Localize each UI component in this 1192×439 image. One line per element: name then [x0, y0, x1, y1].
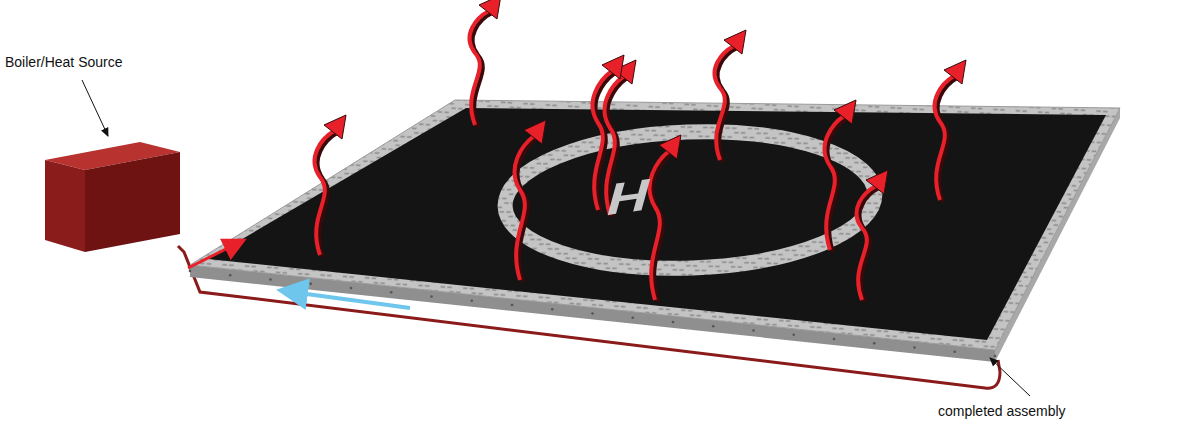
boiler-label: Boiler/Heat Source: [5, 54, 123, 71]
bolt: [953, 350, 956, 353]
pad-border: [190, 100, 1120, 350]
heat-arrows: [315, 0, 966, 302]
bolt: [631, 316, 634, 319]
bolt: [551, 308, 554, 311]
bolt: [269, 278, 272, 281]
assembly-label: completed assembly: [938, 403, 1066, 420]
heat-arrow-shadow: [518, 138, 537, 282]
bolt: [712, 325, 715, 328]
bolt: [752, 329, 755, 332]
heat-arrow: [515, 136, 534, 280]
bolt: [873, 342, 876, 345]
bolt: [430, 295, 433, 298]
bolt: [792, 333, 795, 336]
heat-arrow-head: [479, 0, 501, 19]
bolt: [833, 338, 836, 341]
heat-arrow: [825, 116, 844, 250]
bolt: [470, 299, 473, 302]
bolt: [229, 274, 232, 277]
heat-arrow-head: [324, 115, 346, 139]
bolt: [672, 321, 675, 324]
heat-arrow: [715, 46, 734, 160]
boiler-box: [45, 142, 180, 252]
heat-arrow: [470, 11, 489, 125]
heat-arrow-head: [724, 30, 746, 54]
heat-arrow-head: [944, 60, 966, 84]
heat-arrow: [857, 186, 876, 300]
heat-arrow-shadow: [938, 78, 957, 202]
heat-arrow-head: [866, 170, 888, 194]
bolt: [511, 304, 514, 307]
pad-surface: [208, 108, 1106, 340]
heat-arrow-head: [602, 55, 624, 79]
bolt: [913, 346, 916, 349]
leader-line: [82, 80, 108, 136]
heat-arrow-shadow: [318, 133, 337, 257]
heat-arrow-shadow: [828, 118, 847, 252]
heat-arrow-head: [524, 120, 546, 144]
heat-arrow: [593, 71, 612, 210]
bolt: [994, 355, 997, 358]
heat-arrow-head: [834, 100, 856, 124]
heat-arrow-shadow: [473, 13, 492, 127]
heat-arrow-shadow: [860, 188, 879, 302]
supply-arrow: [188, 244, 236, 268]
heat-arrow: [315, 131, 334, 255]
helipad-circle: [503, 126, 878, 275]
heat-arrow-shadow: [718, 48, 737, 162]
leader-line: [990, 358, 1030, 396]
return-arrow: [292, 292, 410, 308]
heat-arrow: [935, 76, 954, 200]
heat-arrow-shadow: [653, 153, 672, 302]
bolt: [189, 270, 192, 273]
bolt: [309, 282, 312, 285]
bolt: [350, 287, 353, 290]
bolt: [591, 312, 594, 315]
bolt: [390, 291, 393, 294]
heat-arrow-head: [659, 135, 681, 159]
